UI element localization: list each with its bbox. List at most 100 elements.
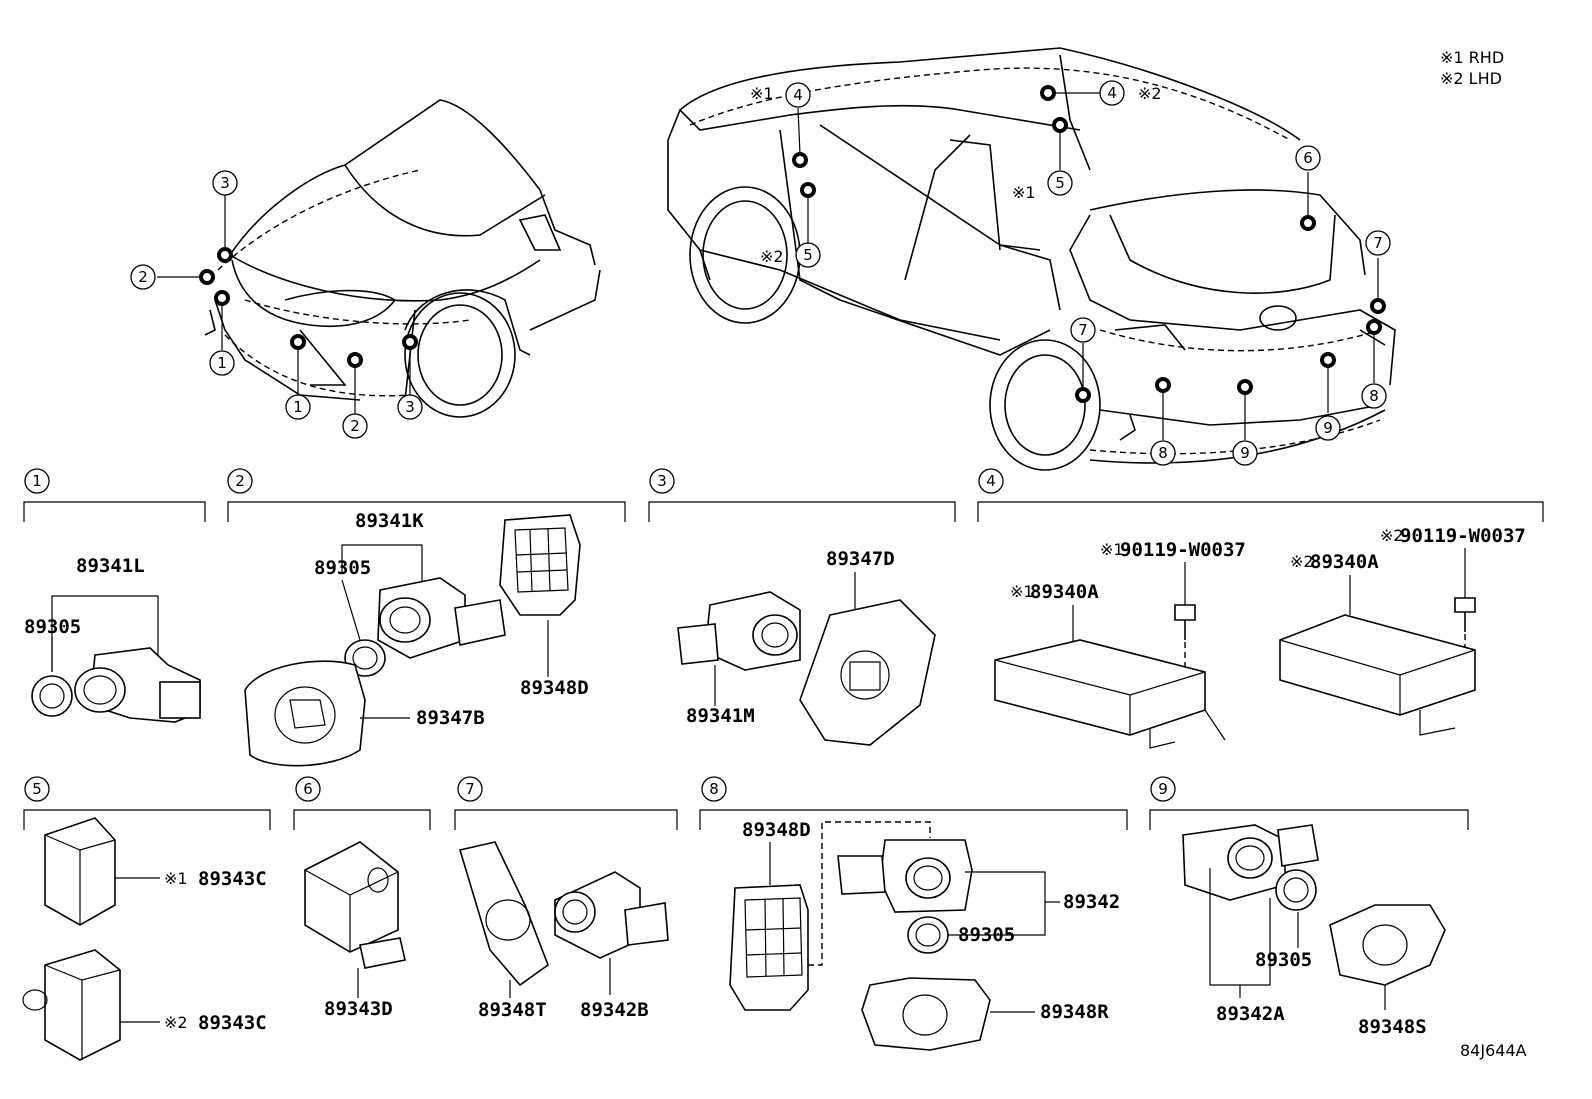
rhd-mark: ※1 [164, 869, 188, 888]
legend-rhd: ※1 RHD [1440, 48, 1504, 67]
part-number-89347D: 89347D [826, 548, 895, 570]
group-1-parts: 89341L 89305 [24, 555, 201, 723]
part-number-90119-W0037: 90119-W0037 [1400, 525, 1526, 547]
group-6-bubble: 6 [295, 776, 321, 802]
svg-text:9: 9 [1323, 419, 1333, 437]
lhd-mark: ※2 [1290, 552, 1314, 571]
sensor-module-part [44, 817, 116, 926]
svg-text:1: 1 [32, 472, 42, 490]
callout-bubble: 9 [1315, 415, 1341, 441]
sensor-retainer-part [1329, 904, 1446, 986]
svg-text:9: 9 [1158, 780, 1168, 798]
svg-text:5: 5 [1055, 174, 1065, 192]
group-8-bubble: 8 [701, 776, 727, 802]
ultrasonic-sensor-part [74, 647, 201, 723]
ultrasonic-sensor-part [554, 871, 669, 959]
group-1-bubble: 1 [24, 468, 50, 494]
callout-bubble: 5 [795, 242, 821, 268]
sensor-module-part [304, 841, 406, 969]
callout-bubble: 6 [1295, 145, 1321, 171]
group-7-bubble: 7 [457, 776, 483, 802]
group-3-parts: 89341M 89347D [677, 548, 936, 746]
legend-lhd: ※2 LHD [1440, 69, 1502, 88]
sensor-retainer-part [861, 977, 991, 1051]
sensor-holder-part [499, 514, 581, 616]
lhd-mark: ※2 [760, 247, 784, 266]
svg-text:3: 3 [220, 174, 230, 192]
callout-bubble: 1 [209, 350, 235, 376]
group-4-parts: ※1 90119-W0037 ※1 89340A ※2 90119-W0037 … [994, 525, 1526, 749]
callout-bubble: 8 [1361, 383, 1387, 409]
part-number-89343C: 89343C [198, 868, 267, 890]
callout-bubble: 2 [342, 413, 368, 439]
callout-bubble: 4 [1099, 80, 1125, 106]
part-number-89348S: 89348S [1358, 1016, 1427, 1038]
part-number-89305: 89305 [314, 557, 371, 579]
rhd-mark: ※1 [1100, 540, 1124, 559]
svg-text:2: 2 [350, 417, 360, 435]
part-number-89305: 89305 [958, 924, 1015, 946]
callout-bubble: 2 [130, 264, 156, 290]
group-7-parts: 89348T 89342B [458, 841, 669, 1021]
callout-bubble: 8 [1150, 440, 1176, 466]
svg-text:7: 7 [1078, 321, 1088, 339]
part-number-90119-W0037: 90119-W0037 [1120, 539, 1246, 561]
group-4-bubble: 4 [978, 468, 1004, 494]
part-number-89305: 89305 [24, 616, 81, 638]
front-car-illustration [204, 99, 601, 418]
bolt-part [1454, 597, 1476, 632]
group-brackets [23, 501, 1544, 830]
svg-text:5: 5 [803, 246, 813, 264]
callout-bubble: 3 [212, 170, 238, 196]
bolt-part [1174, 604, 1196, 640]
washer-part [1275, 869, 1317, 911]
ultrasonic-sensor-part [677, 591, 801, 671]
car-callouts [157, 92, 1379, 440]
part-number-89347B: 89347B [416, 707, 485, 729]
group-3-bubble: 3 [649, 468, 675, 494]
rhd-mark: ※1 [750, 84, 774, 103]
svg-text:2: 2 [235, 472, 245, 490]
svg-text:1: 1 [217, 354, 227, 372]
lhd-mark: ※2 [1380, 526, 1404, 545]
part-number-89341L: 89341L [76, 555, 145, 577]
lhd-mark: ※2 [1138, 84, 1162, 103]
washer-part [907, 916, 949, 954]
svg-text:8: 8 [1369, 387, 1379, 405]
ecu-module-part [994, 639, 1226, 749]
svg-text:4: 4 [793, 86, 803, 104]
svg-text:2: 2 [138, 268, 148, 286]
part-number-89348R: 89348R [1040, 1001, 1109, 1023]
rhd-mark: ※1 [1012, 183, 1036, 202]
lhd-mark: ※2 [164, 1013, 188, 1032]
group-2-parts: 89341K 89305 89347B 893 [244, 510, 589, 767]
washer-part [31, 675, 73, 717]
svg-text:6: 6 [1303, 149, 1313, 167]
svg-text:3: 3 [405, 398, 415, 416]
part-number-89340A: 89340A [1030, 581, 1099, 603]
sensor-holder-part [729, 884, 809, 1011]
sensor-retainer-part [244, 660, 366, 767]
callout-bubble: 1 [285, 394, 311, 420]
ultrasonic-sensor-part [837, 839, 973, 913]
svg-text:1: 1 [293, 398, 303, 416]
group-9-bubble: 9 [1150, 776, 1176, 802]
callout-bubble: 4 [785, 82, 811, 108]
svg-text:8: 8 [709, 780, 719, 798]
group-6-parts: 89343D [304, 841, 406, 1020]
svg-text:7: 7 [465, 780, 475, 798]
part-number-89341K: 89341K [355, 510, 424, 532]
part-number-89342B: 89342B [580, 999, 649, 1021]
svg-text:5: 5 [32, 780, 42, 798]
group-8-parts: 89348D 89342 89305 89348R [729, 819, 1120, 1051]
callout-bubble: 7 [1070, 317, 1096, 343]
sensor-retainer-part [458, 841, 549, 987]
part-number-89348T: 89348T [478, 999, 547, 1021]
svg-text:3: 3 [657, 472, 667, 490]
rhd-mark: ※1 [1010, 582, 1034, 601]
svg-text:7: 7 [1373, 234, 1383, 252]
figure-code: 84J644A [1460, 1041, 1527, 1060]
sensor-retainer-part [799, 599, 936, 746]
part-number-89348D: 89348D [742, 819, 811, 841]
